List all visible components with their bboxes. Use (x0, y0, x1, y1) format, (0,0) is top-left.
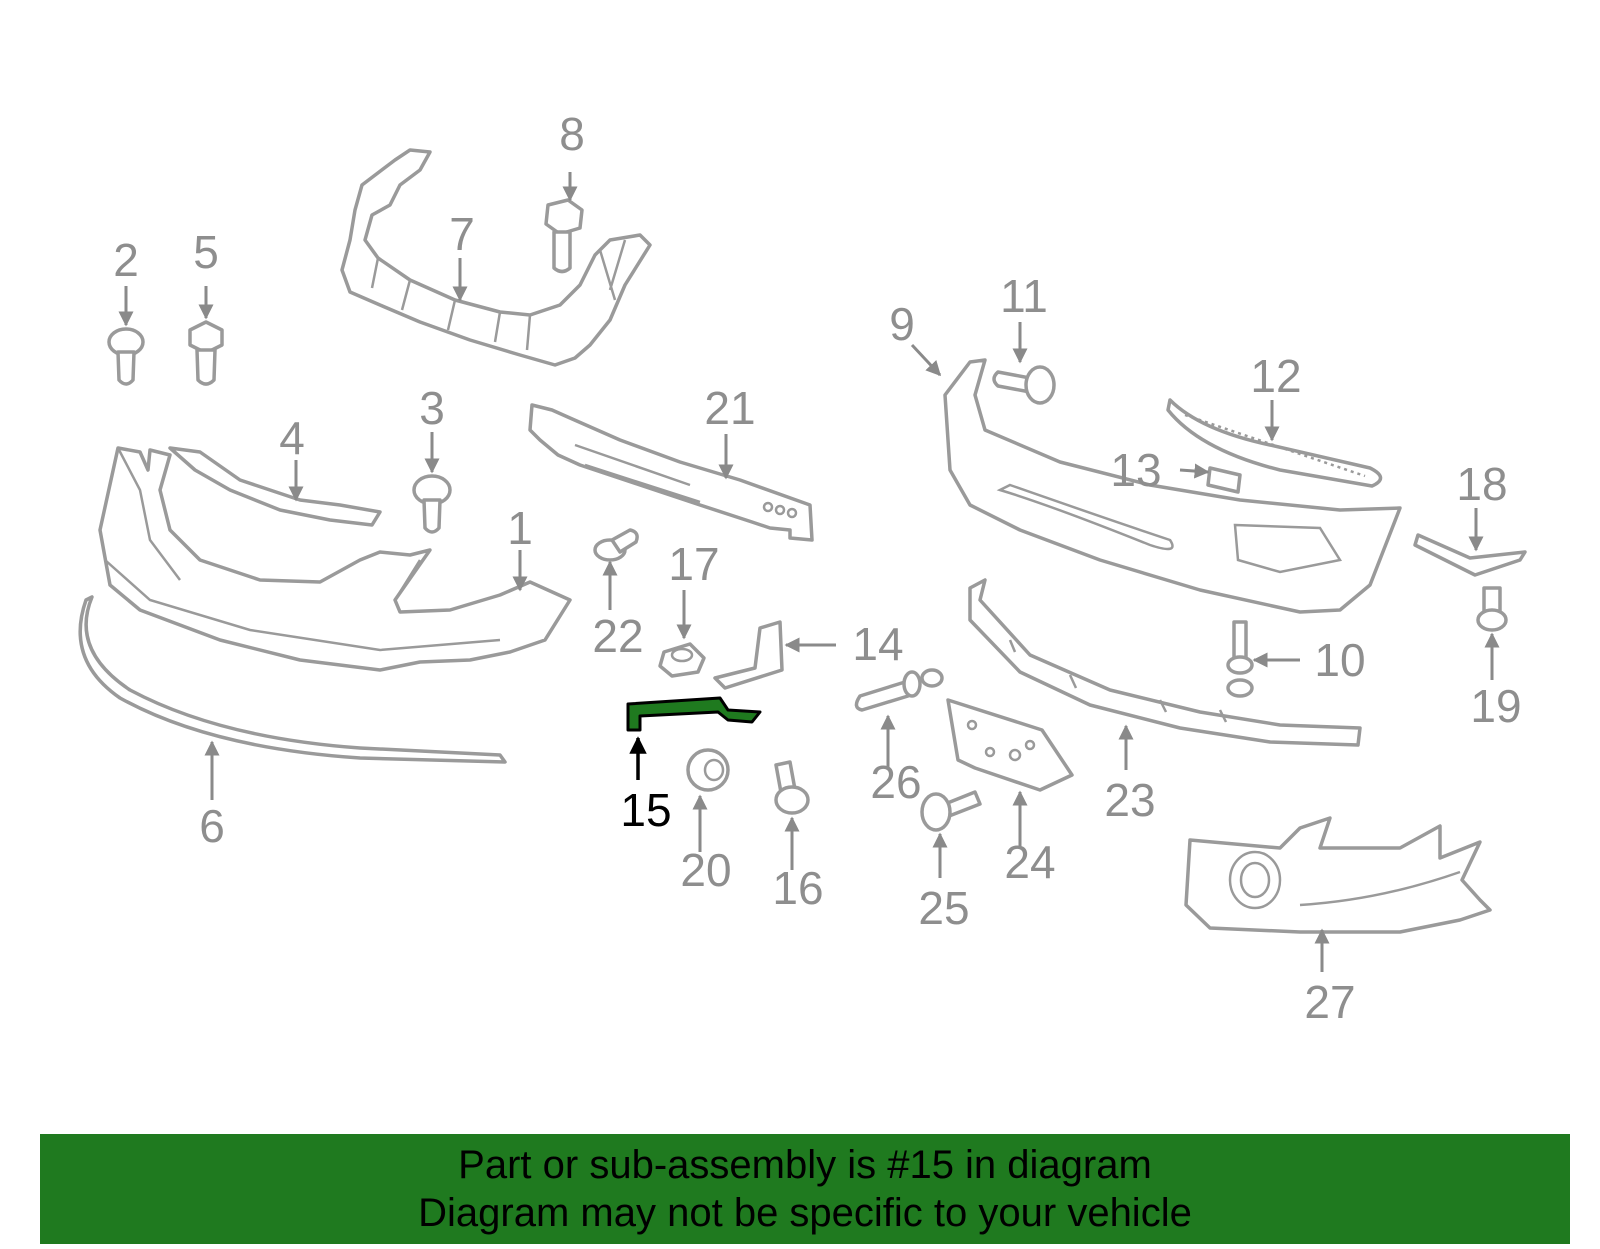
callout-14[interactable]: 14 (852, 618, 903, 670)
callout-11[interactable]: 11 (1000, 270, 1048, 322)
callout-labels: 1 2 3 4 5 6 7 8 9 10 11 12 13 14 15 16 1… (113, 108, 1521, 1028)
part-5-bolt[interactable] (188, 320, 224, 386)
part-20-clip-nut[interactable] (686, 748, 730, 792)
part-12-trim-strip[interactable] (1166, 398, 1383, 488)
part-25-push-pin[interactable] (920, 790, 982, 832)
callout-22[interactable]: 22 (592, 610, 643, 662)
part-18-bracket[interactable] (1413, 533, 1527, 577)
callout-5[interactable]: 5 (193, 226, 219, 278)
part-22-push-pin[interactable] (593, 528, 639, 562)
callout-26[interactable]: 26 (870, 756, 921, 808)
part-21-reinforcement[interactable] (528, 403, 814, 542)
callout-2[interactable]: 2 (113, 234, 139, 286)
part-15-highlighted-bracket[interactable] (626, 696, 762, 732)
part-4-bezel-strip[interactable] (168, 446, 382, 527)
callout-leaders (118, 172, 1500, 972)
part-16-push-pin[interactable] (774, 760, 810, 815)
callout-24[interactable]: 24 (1004, 836, 1055, 888)
part-2-push-pin[interactable] (107, 327, 145, 386)
callout-13[interactable]: 13 (1110, 444, 1161, 496)
callout-3[interactable]: 3 (419, 382, 445, 434)
part-17-nut[interactable] (658, 642, 706, 678)
part-8-bolt[interactable] (544, 198, 584, 274)
part-26-stud[interactable] (854, 668, 944, 712)
callout-23[interactable]: 23 (1104, 774, 1155, 826)
part-14-bracket[interactable] (713, 620, 784, 690)
callout-15[interactable]: 15 (620, 784, 671, 836)
callout-16[interactable]: 16 (772, 862, 823, 914)
callout-1[interactable]: 1 (507, 502, 533, 554)
part-10-screw[interactable] (1226, 620, 1254, 698)
part-11-push-pin[interactable] (992, 365, 1056, 405)
banner-line-1: Part or sub-assembly is #15 in diagram (458, 1143, 1152, 1187)
callout-4[interactable]: 4 (279, 412, 305, 464)
part-23-lower-valance[interactable] (968, 578, 1362, 747)
callout-27[interactable]: 27 (1304, 976, 1355, 1028)
part-24-license-bracket[interactable] (946, 698, 1074, 792)
part-1-bumper-cover[interactable] (98, 446, 572, 672)
part-19-bolt[interactable] (1476, 586, 1508, 632)
callout-6[interactable]: 6 (199, 800, 225, 852)
callout-19[interactable]: 19 (1470, 680, 1521, 732)
part-13-clip[interactable] (1206, 466, 1242, 494)
part-9-lower-fascia[interactable] (943, 358, 1402, 614)
callout-20[interactable]: 20 (680, 844, 731, 896)
callout-21[interactable]: 21 (704, 382, 755, 434)
part-3-push-pin[interactable] (412, 474, 452, 534)
callout-7[interactable]: 7 (449, 208, 475, 260)
part-27-fog-lamp-bezel[interactable] (1184, 816, 1492, 934)
callout-12[interactable]: 12 (1250, 350, 1301, 402)
part-6-lower-strip[interactable] (78, 595, 507, 764)
info-banner: Part or sub-assembly is #15 in diagram D… (40, 1134, 1570, 1244)
callout-17[interactable]: 17 (668, 538, 719, 590)
callout-10[interactable]: 10 (1314, 634, 1365, 686)
callout-25[interactable]: 25 (918, 882, 969, 934)
callout-18[interactable]: 18 (1456, 458, 1507, 510)
callout-9[interactable]: 9 (889, 298, 915, 350)
part-7-upper-bracket[interactable] (340, 148, 652, 367)
banner-line-2: Diagram may not be specific to your vehi… (418, 1191, 1192, 1235)
callout-8[interactable]: 8 (559, 108, 585, 160)
